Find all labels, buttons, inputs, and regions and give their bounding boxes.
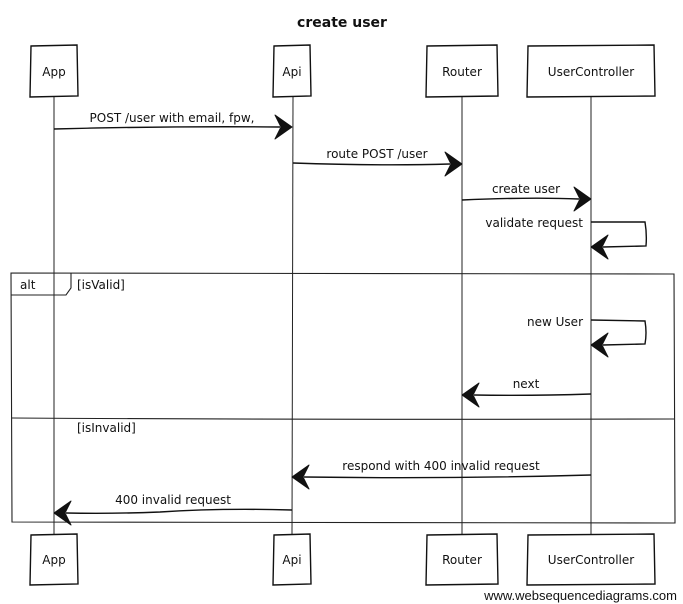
message-validate-request: validate request <box>485 216 648 260</box>
participant-label: Api <box>282 65 301 79</box>
message-new-user: new User <box>527 315 647 358</box>
alt-frame: alt [isValid] [isInvalid] <box>10 272 676 524</box>
participant-label: Router <box>442 553 482 567</box>
participant-api-top: Api <box>272 44 312 98</box>
message-route-post-user: route POST /user <box>292 147 463 177</box>
message-label: create user <box>492 182 560 196</box>
diagram-title: create user <box>297 15 387 31</box>
message-respond-400: respond with 400 invalid request <box>291 459 592 490</box>
participant-app-top: App <box>29 44 79 98</box>
participant-label: App <box>42 65 65 79</box>
message-label: POST /user with email, fpw, <box>90 111 255 125</box>
participant-api-bottom: Api <box>272 533 312 586</box>
alt-label: alt <box>20 278 36 292</box>
message-label: new User <box>527 315 583 329</box>
participant-label: Api <box>282 553 301 567</box>
message-next: next <box>461 377 592 408</box>
message-label: route POST /user <box>326 147 427 161</box>
participant-usercontroller-bottom: UserController <box>526 533 656 586</box>
message-label: respond with 400 invalid request <box>342 459 540 473</box>
lifeline-api <box>291 95 294 536</box>
participant-router-bottom: Router <box>425 533 499 586</box>
message-create-user: create user <box>461 182 592 212</box>
participant-app-bottom: App <box>29 533 79 586</box>
message-label: next <box>513 377 540 391</box>
participant-label: Router <box>442 65 482 79</box>
message-400-invalid-request: 400 invalid request <box>53 493 293 526</box>
watermark-link[interactable]: www.websequencediagrams.com <box>483 588 677 603</box>
participant-router-top: Router <box>425 44 499 98</box>
participant-label: UserController <box>548 65 634 79</box>
alt-condition-valid: [isValid] <box>77 278 125 292</box>
participant-label: UserController <box>548 553 634 567</box>
participant-usercontroller-top: UserController <box>526 44 656 98</box>
participant-label: App <box>42 553 65 567</box>
alt-condition-invalid: [isInvalid] <box>77 421 136 435</box>
message-post-user: POST /user with email, fpw, <box>53 111 293 140</box>
message-label: validate request <box>485 216 583 230</box>
message-label: 400 invalid request <box>115 493 231 507</box>
